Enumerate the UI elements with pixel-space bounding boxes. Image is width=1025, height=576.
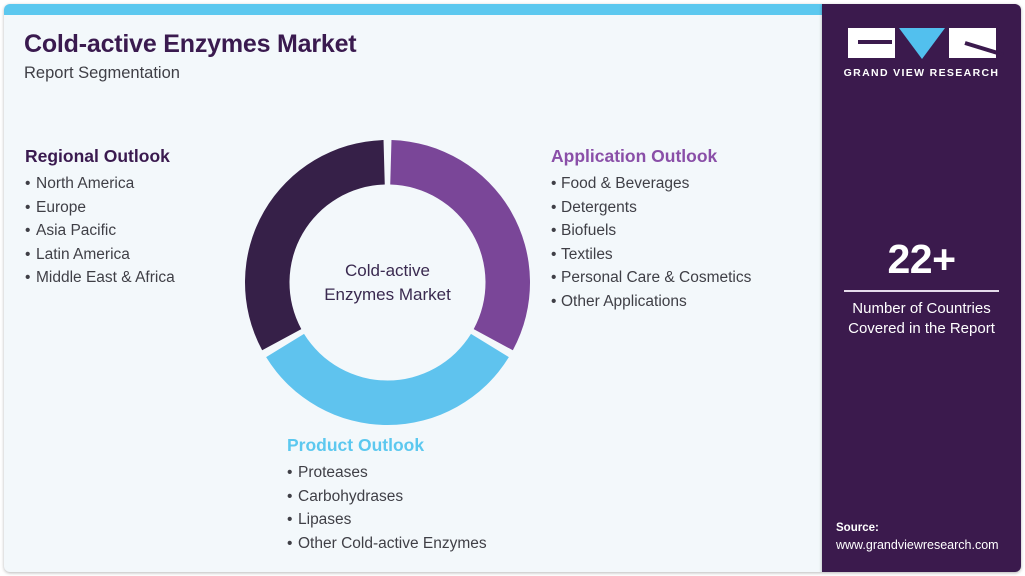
list-item: • North America <box>25 172 175 196</box>
segmentation-donut-chart: Cold-active Enzymes Market <box>245 140 530 425</box>
bullet-icon: • <box>287 487 293 505</box>
list-item-label: Other Applications <box>561 292 687 310</box>
stat-label-line2: Covered in the Report <box>848 320 995 338</box>
bullet-icon: • <box>25 269 31 287</box>
top-accent-bar <box>4 4 822 15</box>
list-item-label: Carbohydrases <box>298 487 404 505</box>
stat-label-line1: Number of Countries <box>852 300 991 318</box>
list-item-label: Textiles <box>561 245 613 263</box>
list-item-label: Detergents <box>561 198 637 216</box>
list-item: •Textiles <box>551 243 751 267</box>
list-item: • Europe <box>25 196 175 220</box>
bullet-icon: • <box>287 511 293 529</box>
list-item-label: Other Cold-active Enzymes <box>298 534 487 552</box>
donut-svg <box>245 140 530 425</box>
list-item-label: North America <box>36 175 135 192</box>
list-item: •Other Applications <box>551 290 751 314</box>
regional-outlook-list: • North America • Europe • Asia Pacific • La… <box>25 172 175 290</box>
donut-segment-group <box>245 140 530 425</box>
page-subtitle: Report Segmentation <box>24 63 180 82</box>
bullet-icon: • <box>25 222 31 240</box>
application-outlook-list: •Food & Beverages •Detergents •Biofuels … <box>551 172 751 313</box>
product-outlook-block: Product Outlook • Proteases • Carbohydrase… <box>287 435 487 555</box>
stat-label: Number of Countries Covered in the Repor… <box>822 299 1021 340</box>
application-outlook-block: Application Outlook •Food & Beverages •D… <box>551 146 751 313</box>
logo-r-icon <box>948 28 996 58</box>
list-item: • Latin America <box>25 243 175 267</box>
bullet-icon: • <box>551 245 557 263</box>
logo-marks <box>847 28 996 59</box>
bullet-icon: • <box>287 534 293 552</box>
list-item-label: Food & Beverages <box>561 175 690 192</box>
donut-segment <box>245 140 385 351</box>
list-item: •Food & Beverages <box>551 172 751 196</box>
bullet-icon: • <box>551 269 557 287</box>
bullet-icon: • <box>25 245 31 263</box>
logo-g-icon <box>847 28 895 58</box>
list-item-label: Personal Care & Cosmetics <box>561 269 752 287</box>
logo-wordmark: GRAND VIEW RESEARCH <box>843 67 1000 79</box>
bullet-icon: • <box>551 292 557 310</box>
brand-logo: GRAND VIEW RESEARCH <box>822 28 1021 79</box>
side-panel: GRAND VIEW RESEARCH 22+ Number of Countr… <box>822 4 1021 572</box>
list-item-label: Europe <box>36 198 86 216</box>
list-item-label: Asia Pacific <box>36 222 117 240</box>
page-title: Cold-active Enzymes Market <box>24 30 357 58</box>
bullet-icon: • <box>25 175 31 192</box>
list-item: •Detergents <box>551 196 751 220</box>
bullet-icon: • <box>287 464 293 481</box>
list-item-label: Latin America <box>36 245 130 263</box>
list-item-label: Proteases <box>298 464 368 481</box>
donut-segment <box>390 140 530 351</box>
list-item: •Personal Care & Cosmetics <box>551 266 751 290</box>
list-item-label: Middle East & Africa <box>36 269 175 287</box>
bullet-icon: • <box>25 198 31 216</box>
application-outlook-heading: Application Outlook <box>551 146 718 166</box>
logo-v-triangle-icon <box>898 28 945 59</box>
main-panel: Cold-active Enzymes Market Report Segmen… <box>4 4 822 572</box>
donut-segment <box>266 333 509 425</box>
list-item: •Biofuels <box>551 219 751 243</box>
stat-divider <box>844 290 999 293</box>
source-label: Source: <box>836 521 879 534</box>
stat-block: 22+ Number of Countries Covered in the R… <box>822 236 1021 340</box>
regional-outlook-heading: Regional Outlook <box>25 146 170 166</box>
title-block: Cold-active Enzymes Market Report Segmen… <box>24 30 357 84</box>
list-item-label: Lipases <box>298 511 352 529</box>
bullet-icon: • <box>551 222 557 240</box>
product-outlook-heading: Product Outlook <box>287 435 425 455</box>
list-item-label: Biofuels <box>561 222 617 240</box>
list-item: • Asia Pacific <box>25 219 175 243</box>
list-item: • Middle East & Africa <box>25 266 175 290</box>
stat-value: 22+ <box>887 236 956 282</box>
source-block: Source: www.grandviewresearch.com <box>836 520 1021 554</box>
bullet-icon: • <box>551 198 557 216</box>
product-outlook-list: • Proteases • Carbohydrases • Lipases • Othe… <box>287 461 487 555</box>
list-item: • Proteases <box>287 461 487 485</box>
bullet-icon: • <box>551 175 557 192</box>
list-item: • Other Cold-active Enzymes <box>287 532 487 556</box>
list-item: • Lipases <box>287 508 487 532</box>
source-url[interactable]: www.grandviewresearch.com <box>836 537 999 552</box>
regional-outlook-block: Regional Outlook • North America • Europe … <box>25 146 175 290</box>
list-item: • Carbohydrases <box>287 485 487 509</box>
